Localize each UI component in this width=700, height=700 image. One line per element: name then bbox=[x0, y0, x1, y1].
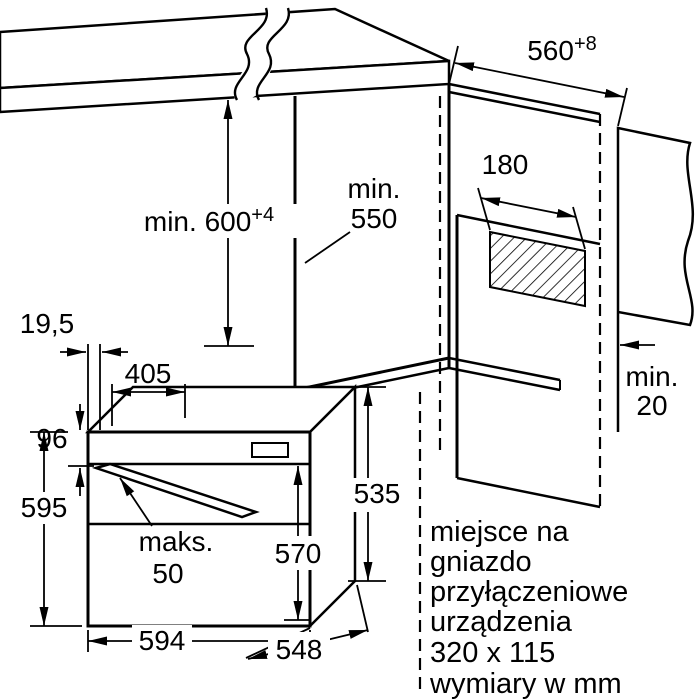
leader-niche-depth bbox=[304, 231, 351, 264]
note-line-4: urządzenia bbox=[430, 606, 573, 638]
rear-wall-section bbox=[616, 126, 695, 327]
label-panel-height: 96 bbox=[36, 423, 67, 454]
control-display bbox=[251, 442, 289, 458]
niche-floor-side-top bbox=[448, 356, 561, 382]
note-line-5: 320 x 115 bbox=[430, 637, 555, 669]
label-handle-max-value: 50 bbox=[152, 558, 183, 589]
ext-line bbox=[356, 584, 369, 633]
dim-top-depth bbox=[111, 384, 186, 426]
label-niche-height-value: min. 600 bbox=[144, 206, 251, 237]
worktop-break-gap bbox=[234, 4, 290, 106]
label-rear-gap-value: 20 bbox=[636, 390, 667, 421]
label-bg bbox=[268, 632, 330, 666]
leader-handle-max bbox=[119, 477, 153, 527]
oven bbox=[84, 383, 359, 630]
connection-space-hatch bbox=[489, 230, 586, 308]
label-oven-height: 595 bbox=[21, 492, 68, 523]
label-front-height: 570 bbox=[275, 538, 322, 569]
label-bg bbox=[272, 536, 324, 570]
dim-niche-width bbox=[448, 45, 628, 127]
dim-panel-height bbox=[68, 404, 94, 496]
dim-line bbox=[480, 197, 577, 218]
note-line-1: miejsce na bbox=[430, 516, 569, 548]
label-niche-height: min. 600+4 bbox=[144, 204, 274, 237]
niche-floor-front-edge bbox=[294, 356, 450, 392]
label-handle-max-word: maks. bbox=[139, 526, 214, 557]
dim-door-offset bbox=[60, 344, 128, 430]
label-socket-width: 180 bbox=[482, 149, 529, 180]
side-wall-bottom-edge bbox=[456, 476, 601, 509]
dim-oven-height bbox=[30, 431, 82, 627]
cabinet-niche bbox=[293, 82, 601, 422]
dim-socket-width bbox=[477, 187, 586, 250]
dim-line bbox=[454, 62, 625, 98]
label-body-height: 535 bbox=[354, 478, 401, 509]
note-line-3: przyłączeniowe bbox=[430, 576, 628, 608]
label-niche-width-tolerance: +8 bbox=[574, 33, 597, 55]
label-niche-depth-min: min. bbox=[348, 173, 401, 204]
label-bg bbox=[120, 204, 298, 238]
label-niche-height-tolerance: +4 bbox=[251, 204, 274, 226]
note-line-2: gniazdo bbox=[430, 546, 532, 578]
label-bg bbox=[14, 492, 74, 524]
label-rear-gap-min: min. bbox=[626, 361, 679, 392]
ext-line bbox=[448, 45, 459, 85]
door-handle bbox=[91, 462, 260, 519]
side-wall-top-edge bbox=[456, 213, 601, 246]
side-wall bbox=[455, 213, 601, 509]
label-niche-width-value: 560 bbox=[527, 35, 574, 66]
oven-top-face bbox=[84, 385, 359, 434]
label-bg bbox=[348, 478, 406, 512]
label-oven-width: 594 bbox=[139, 625, 186, 656]
worktop-break-line-left bbox=[233, 7, 269, 101]
worktop-break-line-right bbox=[255, 7, 291, 101]
label-oven-depth: 548 bbox=[276, 634, 323, 665]
ext-line bbox=[617, 87, 628, 127]
label-door-offset: 19,5 bbox=[20, 308, 75, 339]
niche-floor-side-bottom bbox=[448, 366, 561, 392]
label-top-depth: 405 bbox=[125, 358, 172, 389]
label-niche-depth-value: 550 bbox=[351, 203, 398, 234]
units-note: wymiary w mm bbox=[429, 668, 622, 700]
label-bg bbox=[132, 625, 192, 657]
label-niche-width: 560+8 bbox=[527, 33, 597, 66]
